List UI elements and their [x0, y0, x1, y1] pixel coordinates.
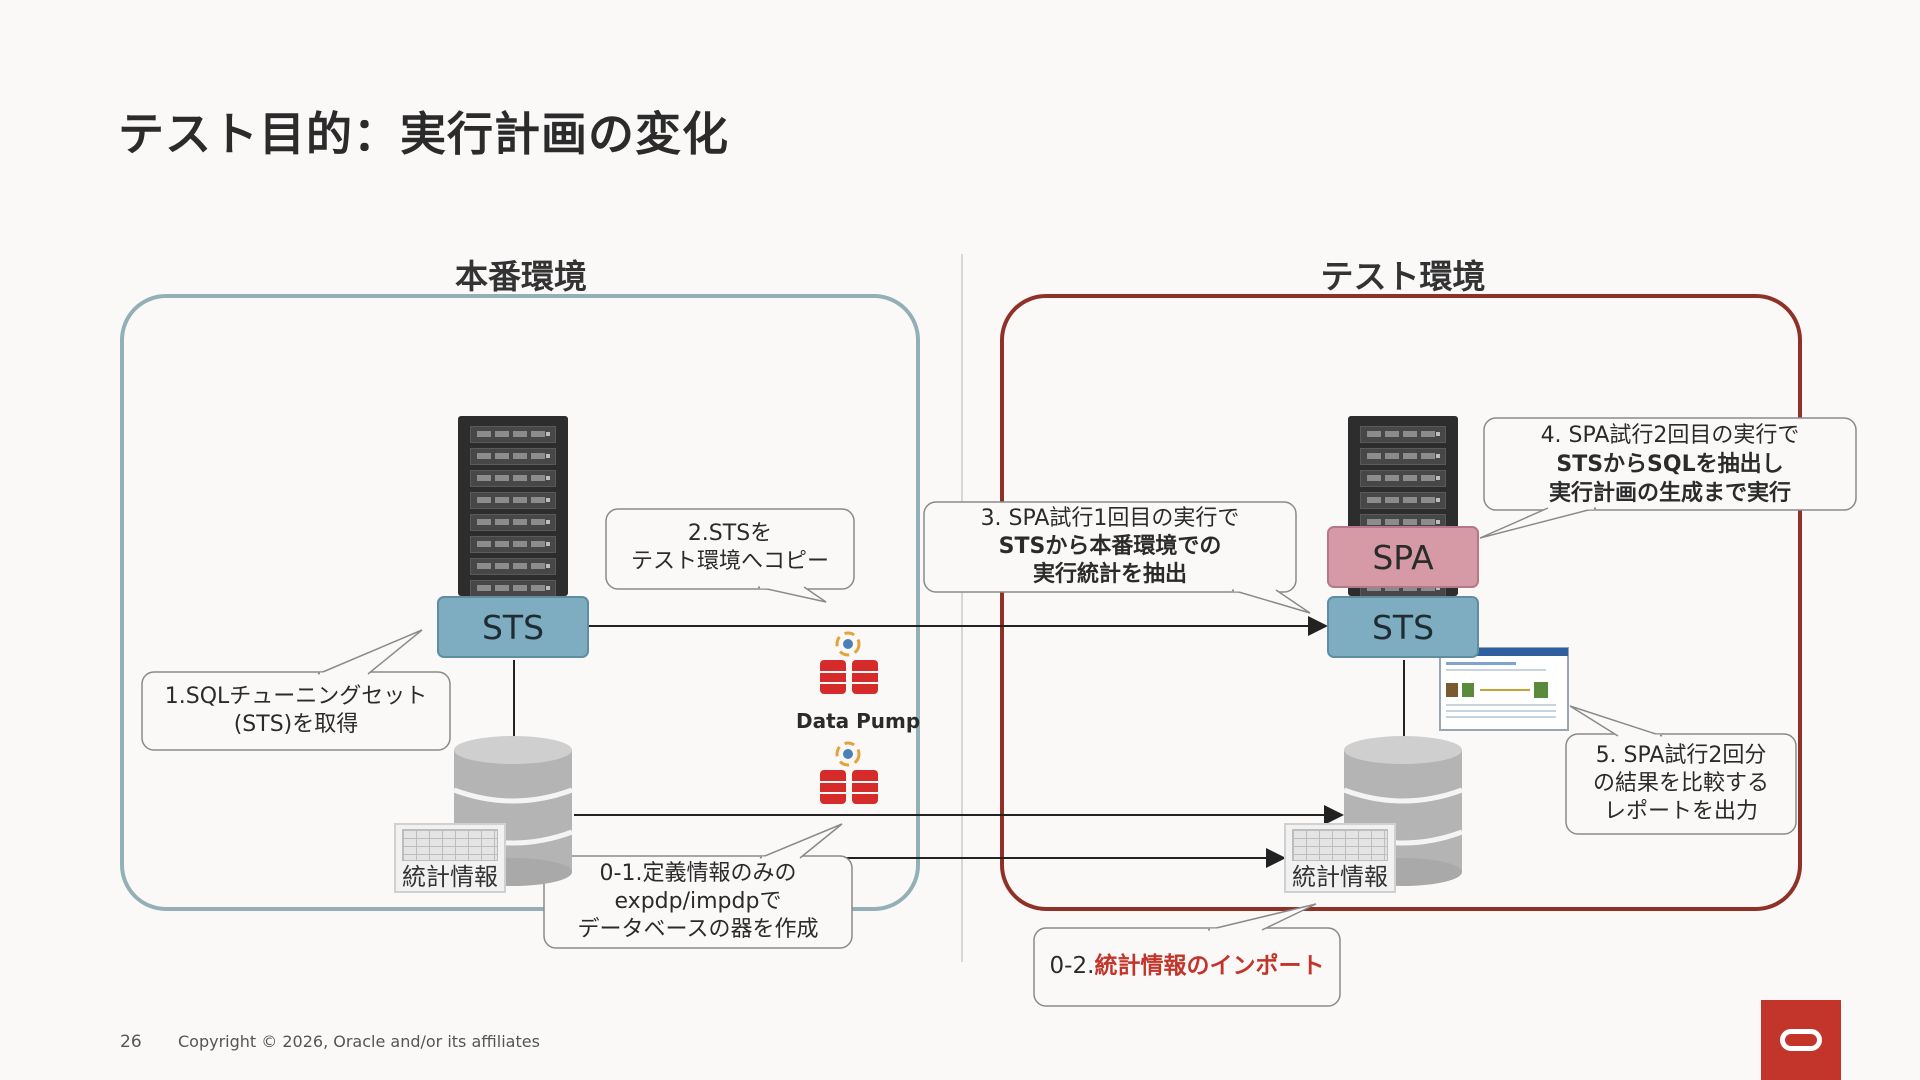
prod-statistics-label: 統計情報	[402, 863, 498, 891]
callout-0-2-prefix: 0-2.	[1049, 953, 1095, 979]
rack-slot	[470, 558, 556, 575]
test-statistics-label: 統計情報	[1292, 863, 1388, 891]
test-sts-box: STS	[1327, 596, 1479, 658]
callout-5-shape	[1565, 705, 1797, 835]
callout-5-line-1: 5. SPA試行2回分	[1595, 743, 1767, 768]
callout-1-shape	[141, 629, 451, 751]
callout-0-1-line-2: expdp/impdpで	[614, 889, 782, 914]
environment-divider	[961, 254, 963, 962]
callout-0-1: 0-1.定義情報のみの expdp/impdpで データベースの器を作成	[544, 860, 852, 944]
callout-0-1-line-1: 0-1.定義情報のみの	[599, 861, 797, 886]
callout-4-shape	[1479, 417, 1857, 539]
page-number: 26	[120, 1032, 142, 1052]
rack-slot	[1360, 426, 1446, 443]
callout-3-line-1: 3. SPA試行1回目の実行で	[980, 506, 1240, 531]
prod-statistics-box: 統計情報	[394, 823, 506, 893]
callout-0-1-line-3: データベースの器を作成	[577, 917, 819, 942]
callout-5-line-3: レポートを出力	[1603, 799, 1758, 824]
rack-slot	[470, 580, 556, 597]
callout-3-line-2: STSから本番環境での	[998, 534, 1222, 559]
callout-3-shape	[923, 501, 1311, 614]
callout-2-shape	[605, 508, 855, 603]
callout-3: 3. SPA試行1回目の実行で STSから本番環境での 実行統計を抽出	[924, 505, 1296, 589]
callout-4-line-2: STSからSQLを抽出し	[1556, 452, 1784, 477]
rack-slot	[470, 514, 556, 531]
rack-slot	[470, 448, 556, 465]
production-env-label: 本番環境	[455, 257, 587, 296]
rack-slot	[1360, 448, 1446, 465]
callout-5-line-2: の結果を比較する	[1592, 771, 1769, 796]
test-statistics-table-icon	[1292, 829, 1388, 861]
callout-0-2: 0-2.統計情報のインポート	[1034, 952, 1340, 980]
data-pump-label: Data Pump	[796, 709, 921, 733]
rack-slot	[470, 470, 556, 487]
prod-sts-box: STS	[437, 596, 589, 658]
rack-slot	[470, 492, 556, 509]
callout-2-line-2: テスト環境へコピー	[630, 549, 829, 574]
callout-0-1-shape	[543, 823, 853, 949]
production-environment-box	[120, 294, 920, 911]
callout-4-line-3: 実行計画の生成まで実行	[1548, 481, 1791, 506]
data-pump-icon-top	[820, 631, 878, 694]
callout-1-line-2: (STS)を取得	[233, 712, 359, 737]
prod-statistics-table-icon	[402, 829, 498, 861]
callout-1: 1.SQLチューニングセット (STS)を取得	[142, 683, 450, 739]
callout-3-line-3: 実行統計を抽出	[1032, 562, 1187, 587]
prod-server-rack-icon	[458, 416, 568, 597]
callout-0-2-highlight: 統計情報のインポート	[1094, 953, 1325, 979]
callout-2-line-1: 2.STSを	[687, 521, 773, 546]
test-statistics-box: 統計情報	[1284, 823, 1396, 893]
oracle-logo-ring-icon	[1780, 1029, 1822, 1051]
data-pump-icon-bottom	[820, 741, 878, 804]
report-thumbnail-icon	[1439, 647, 1569, 731]
rack-slot	[470, 426, 556, 443]
page-title: テスト目的：実行計画の変化	[118, 107, 729, 161]
copyright-text: Copyright © 2026, Oracle and/or its affi…	[178, 1032, 540, 1051]
test-env-label: テスト環境	[1320, 257, 1486, 296]
test-environment-box	[1000, 294, 1802, 911]
spa-box: SPA	[1327, 526, 1479, 588]
oracle-logo	[1761, 1000, 1841, 1080]
callout-1-line-1: 1.SQLチューニングセット	[164, 684, 428, 709]
callout-4-line-1: 4. SPA試行2回目の実行で	[1540, 423, 1800, 448]
rack-slot	[1360, 470, 1446, 487]
callout-5: 5. SPA試行2回分 の結果を比較する レポートを出力	[1566, 742, 1796, 826]
callout-0-2-shape	[1033, 903, 1341, 1007]
callout-4: 4. SPA試行2回目の実行で STSからSQLを抽出し 実行計画の生成まで実行	[1484, 421, 1856, 508]
rack-slot	[470, 536, 556, 553]
rack-slot	[1360, 492, 1446, 509]
callout-2: 2.STSを テスト環境へコピー	[606, 520, 854, 576]
